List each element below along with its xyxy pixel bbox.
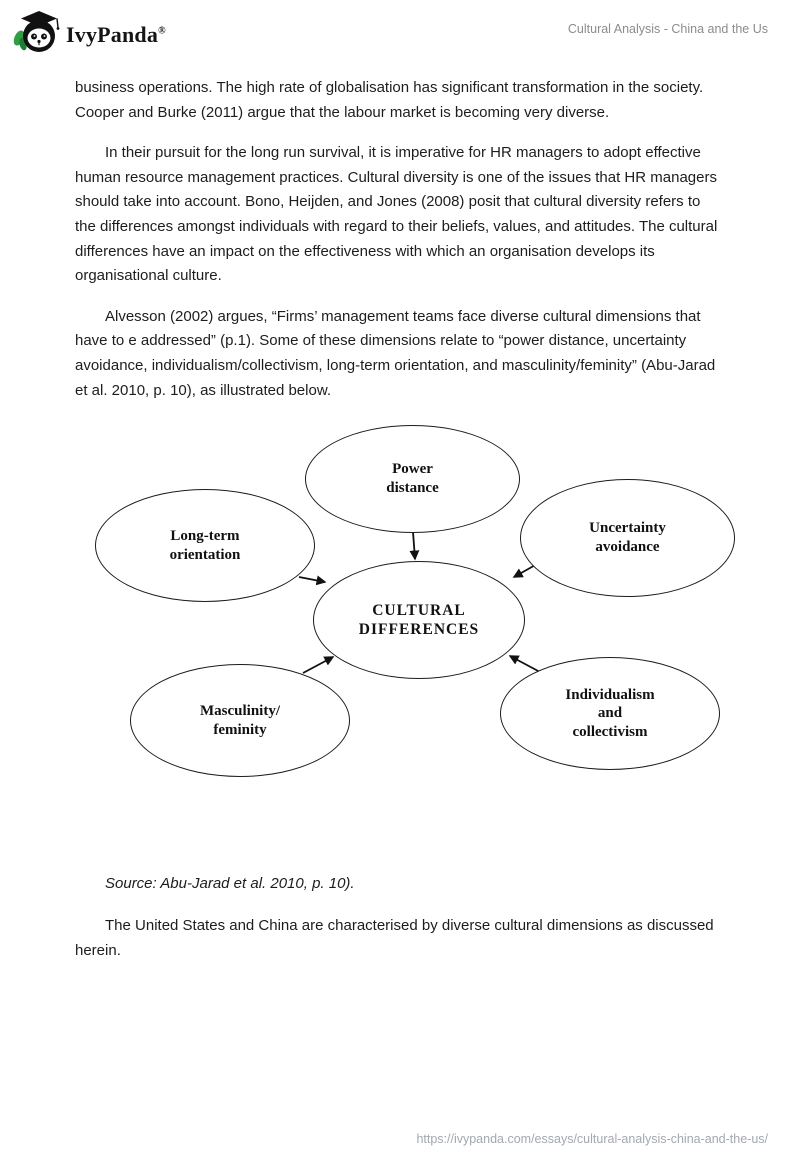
node-cultural-differences: CULTURAL DIFFERENCES — [313, 561, 525, 680]
node-masculinity-feminity: Masculinity/ feminity — [130, 664, 350, 778]
footer-source-url[interactable]: https://ivypanda.com/essays/cultural-ana… — [416, 1132, 768, 1146]
node-label: CULTURAL DIFFERENCES — [358, 601, 480, 639]
node-label: Long-term orientation — [169, 527, 241, 563]
node-long-term-orientation: Long-term orientation — [95, 489, 315, 603]
cultural-differences-diagram: Power distance Uncertainty avoidance Lon… — [0, 419, 800, 819]
node-label: Masculinity/ feminity — [199, 702, 280, 738]
node-uncertainty-avoidance: Uncertainty avoidance — [520, 479, 735, 598]
paragraph-4: The United States and China are characte… — [75, 917, 714, 959]
paragraph-3: Alvesson (2002) argues, “Firms’ manageme… — [75, 307, 716, 399]
paragraph-1: business operations. The high rate of gl… — [75, 79, 704, 121]
page-header: IvyPanda® Cultural Analysis - China and … — [0, 0, 800, 58]
ivypanda-logo-icon — [12, 8, 60, 61]
node-label: Individualism and collectivism — [565, 686, 655, 741]
essay-body: business operations. The high rate of gl… — [0, 58, 800, 403]
essay-body-continued: Source: Abu-Jarad et al. 2010, p. 10). T… — [0, 875, 800, 963]
brand-name: IvyPanda® — [66, 21, 166, 47]
figure-source-caption: Source: Abu-Jarad et al. 2010, p. 10). — [105, 875, 355, 893]
registered-mark: ® — [158, 25, 166, 37]
node-label: Power distance — [386, 461, 439, 497]
document-title: Cultural Analysis - China and the Us — [567, 22, 768, 36]
node-individualism-collectivism: Individualism and collectivism — [500, 657, 720, 771]
brand: IvyPanda® — [12, 8, 166, 61]
node-label: Uncertainty avoidance — [589, 520, 666, 556]
paragraph-2: In their pursuit for the long run surviv… — [75, 144, 718, 285]
node-power-distance: Power distance — [305, 425, 520, 534]
